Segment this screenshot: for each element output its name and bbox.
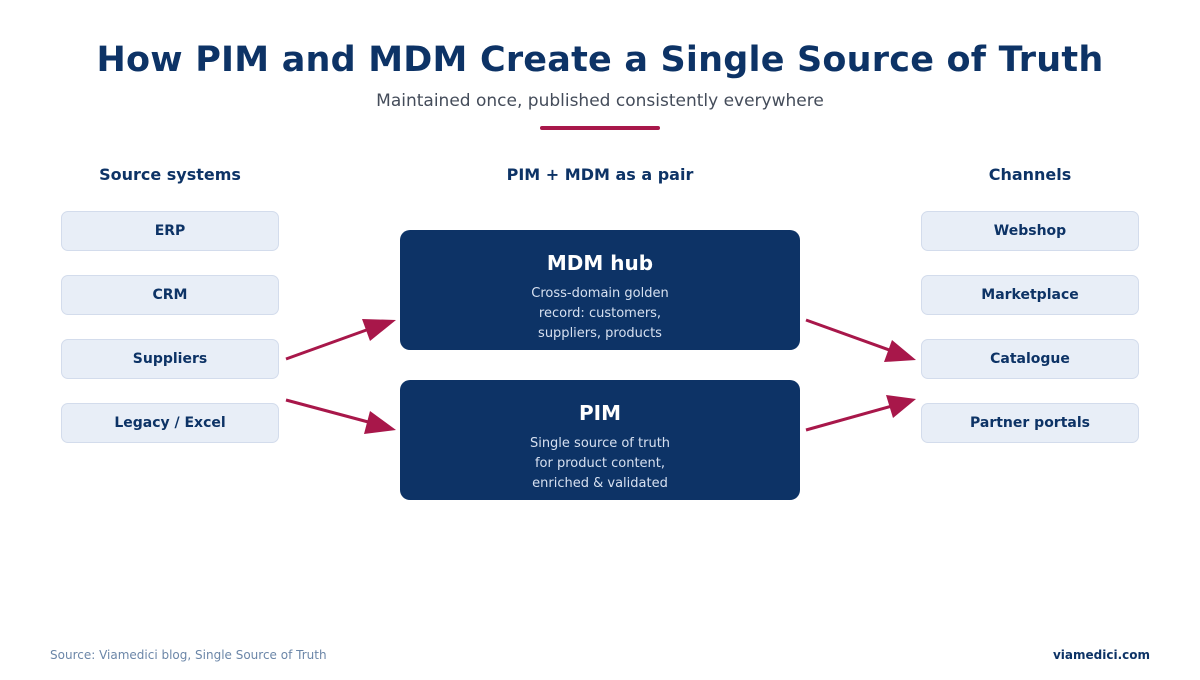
channel-node-webshop: Webshop <box>921 211 1139 251</box>
mdm-hub-desc-line: suppliers, products <box>538 326 662 341</box>
pim-title: PIM <box>578 401 621 425</box>
mdm-hub-title: MDM hub <box>546 251 654 275</box>
channel-node-catalogue: Catalogue <box>921 339 1139 379</box>
channels-heading: Channels <box>988 165 1072 184</box>
arrow-mdm-to-catalogue <box>805 318 893 353</box>
pim-description: Single source of truth for product conte… <box>400 434 800 494</box>
arrow-suppliers-to-mdm <box>285 326 373 361</box>
mdm-hub-box: MDM hub Cross-domain golden record: cust… <box>400 230 800 350</box>
title-accent-rule <box>540 126 660 130</box>
source-node-erp: ERP <box>61 211 279 251</box>
channel-node-partner-portals: Partner portals <box>921 403 1139 443</box>
arrowhead-legacy-to-pim <box>364 411 396 434</box>
arrow-legacy-to-pim <box>285 398 373 425</box>
page-subtitle: Maintained once, published consistently … <box>376 91 824 111</box>
source-node-legacy-excel: Legacy / Excel <box>61 403 279 443</box>
source-systems-heading: Source systems <box>99 165 241 184</box>
arrowhead-mdm-to-catalogue <box>884 340 916 362</box>
pim-desc-line: enriched & validated <box>532 476 668 491</box>
arrow-pim-to-partner-portals <box>805 404 893 432</box>
source-node-suppliers: Suppliers <box>61 339 279 379</box>
footer-brand: viamedici.com <box>1052 648 1150 662</box>
arrowhead-suppliers-to-mdm <box>362 319 396 341</box>
mdm-hub-description: Cross-domain golden record: customers, s… <box>400 284 800 344</box>
mdm-hub-desc-line: Cross-domain golden <box>531 286 669 301</box>
center-pair-heading: PIM + MDM as a pair <box>506 165 694 184</box>
page-title: How PIM and MDM Create a Single Source o… <box>96 40 1104 80</box>
pim-box: PIM Single source of truth for product c… <box>400 380 800 500</box>
channel-node-marketplace: Marketplace <box>921 275 1139 315</box>
pim-desc-line: for product content, <box>534 456 666 471</box>
arrowhead-pim-to-partner-portals <box>886 395 916 418</box>
footer-source: Source: Viamedici blog, Single Source of… <box>50 648 327 662</box>
pim-desc-line: Single source of truth <box>529 436 671 451</box>
mdm-hub-desc-line: record: customers, <box>538 306 662 321</box>
source-node-crm: CRM <box>61 275 279 315</box>
